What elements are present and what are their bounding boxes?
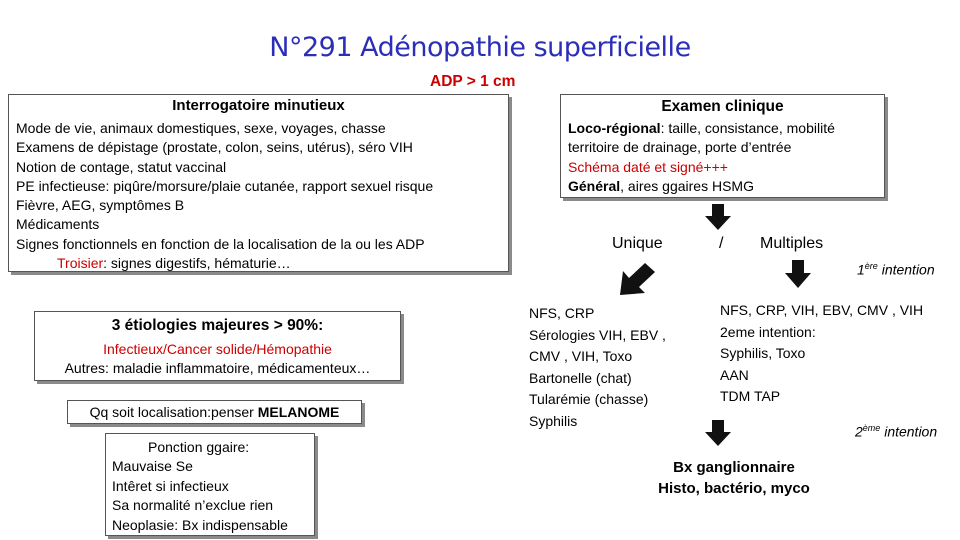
ponction-line: Mauvaise Se [112,458,193,475]
unique-test-item: Syphilis [529,412,578,429]
intention-2-sup: ème [862,423,881,433]
multiples-test-item: 2eme intention: [720,323,816,340]
interrogatoire-list: Mode de vie, animaux domestiques, sexe, … [16,119,433,273]
examen-list: Loco-régional: taille, consistance, mobi… [568,119,835,196]
branch-multiples: Multiples [760,235,824,252]
interrogatoire-line: Fièvre, AEG, symptômes B [16,197,185,214]
multiples-test-item: AAN [720,366,749,383]
melanome-keyword: MELANOME [257,404,340,420]
biopsy-block: Bx ganglionnaire Histo, bactério, myco [634,457,834,499]
general-label: Général [568,177,621,194]
multiples-test-item: Syphilis, Toxo [720,345,806,362]
intention-2-text: intention [880,423,938,440]
etiologies-others: Autres: maladie inflammatoire, médicamen… [64,360,371,376]
interrogatoire-line: Notion de contage, statut vaccinal [16,158,227,175]
loco-line-2: territoire de drainage, porte d’entrée [568,139,792,156]
down-arrow-icon [705,204,731,230]
troisier-label: Troisier [57,255,104,272]
ponction-heading: Ponction ggaire: [148,439,250,455]
melanome-prefix: Qq soit localisation:penser [89,404,258,420]
etiologies-box: 3 étiologies majeures > 90%: Infectieux/… [34,311,401,381]
unique-test-item: Tularémie (chasse) [529,391,649,408]
troisier-text: : signes digestifs, hématurie… [103,255,291,272]
loco-line: Loco-régional: taille, consistance, mobi… [568,119,835,138]
intention-1-label: 1ère intention [857,261,935,278]
schema-line: Schéma daté et signé+++ [568,158,728,175]
page-title: N°291 Adénopathie superficielle [269,32,691,63]
ponction-line: Intêret si infectieux [112,477,229,494]
unique-test-item: Bartonelle (chat) [529,369,632,386]
interrogatoire-line: Médicaments [16,216,100,233]
loco-text: : taille, consistance, mobilité [660,120,835,136]
biopsy-line-1: Bx ganglionnaire [673,459,795,476]
examen-box: Examen clinique Loco-régional: taille, c… [560,94,885,198]
melanome-text: Qq soit localisation:penser MELANOME [68,404,361,420]
interrogatoire-line: Examens de dépistage (prostate, colon, s… [16,139,413,156]
general-text: , aires ggaires HSMG [620,177,754,194]
ponction-box: Ponction ggaire: Mauvaise Se Intêret si … [105,433,315,536]
interrogatoire-heading: Interrogatoire minutieux [172,97,345,114]
diagonal-arrow-icon [620,263,655,295]
unique-tests-list: NFS, CRP Sérologies VIH, EBV , CMV , VIH… [529,303,666,433]
multiples-test-item: TDM TAP [720,388,781,405]
intention-2-num: 2 [855,423,863,440]
interrogatoire-line: Mode de vie, animaux domestiques, sexe, … [16,120,386,136]
unique-test-item: Sérologies VIH, EBV , [529,326,666,343]
interrogatoire-line: Signes fonctionnels en fonction de la lo… [16,235,425,252]
intention-1-num: 1 [857,261,865,278]
ponction-list: Ponction ggaire: Mauvaise Se Intêret si … [112,438,288,535]
loco-label: Loco-régional [568,120,661,136]
down-arrow-icon [785,260,811,288]
adp-criterion: ADP > 1 cm [430,73,516,90]
troisier-line: Troisier: signes digestifs, hématurie… [16,254,433,273]
intention-1-text: intention [877,261,935,278]
melanome-box: Qq soit localisation:penser MELANOME [67,400,362,424]
etiologies-heading: 3 étiologies majeures > 90%: [111,317,324,334]
examen-heading: Examen clinique [661,98,784,115]
multiples-tests-list: NFS, CRP, VIH, EBV, CMV , VIH 2eme inten… [720,300,923,408]
branch-unique: Unique [612,235,663,252]
down-arrow-icon [705,420,731,446]
intention-1-sup: ère [864,261,878,271]
intention-2-label: 2ème intention [855,423,937,440]
multiples-test-item: NFS, CRP, VIH, EBV, CMV , VIH [720,302,924,318]
general-line: Général, aires ggaires HSMG [568,177,835,196]
biopsy-line-2: Histo, bactério, myco [658,480,810,497]
unique-test-item: CMV , VIH, Toxo [529,348,633,365]
ponction-line: Neoplasie: Bx indispensable [112,516,288,533]
interrogatoire-box: Interrogatoire minutieux Mode de vie, an… [8,94,509,272]
etiologies-main: Infectieux/Cancer solide/Hémopathie [103,341,332,357]
branch-separator: / [719,235,724,252]
ponction-line: Sa normalité n’exclue rien [112,497,274,514]
interrogatoire-line: PE infectieuse: piqûre/morsure/plaie cut… [16,177,434,194]
unique-test-item: NFS, CRP [529,305,595,321]
